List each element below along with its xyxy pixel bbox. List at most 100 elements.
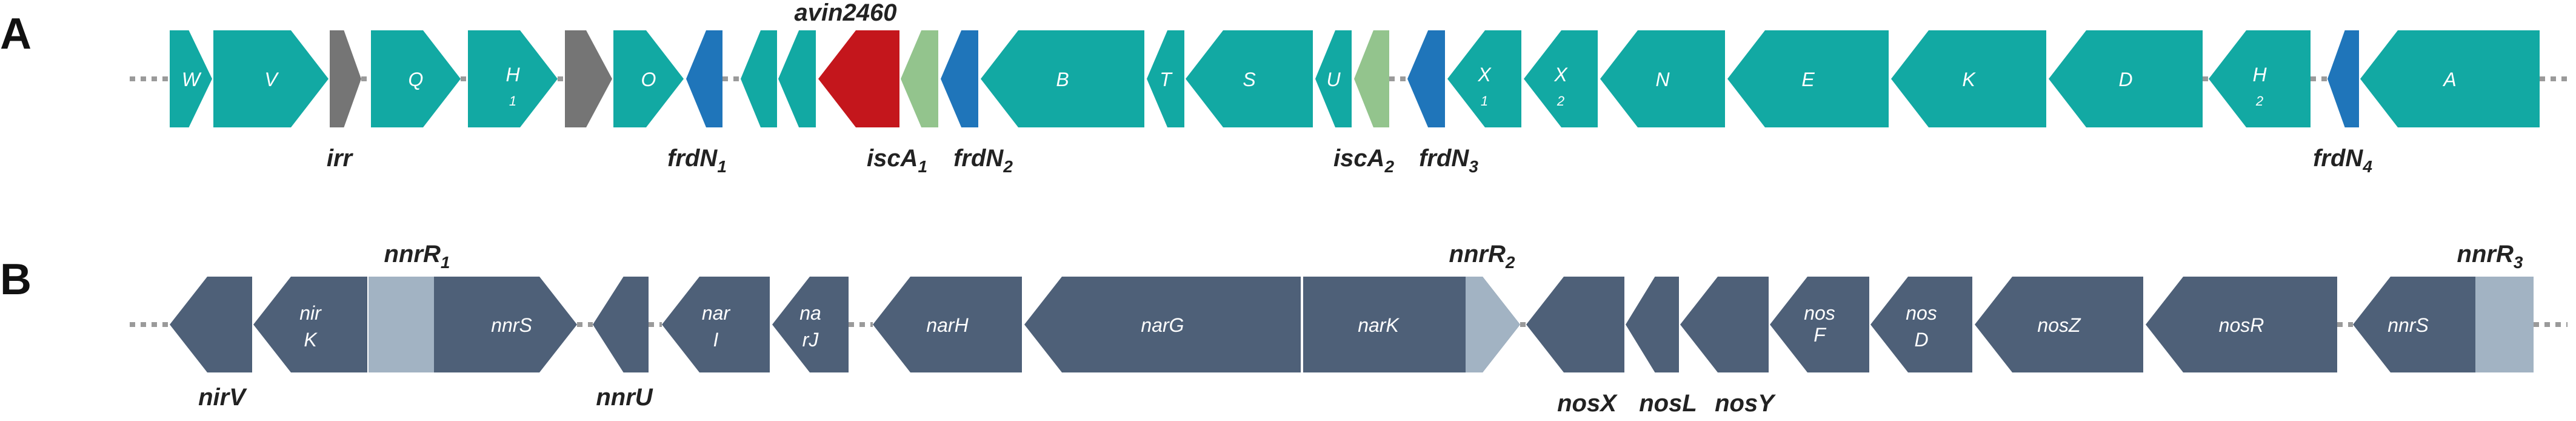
b-gene-nosY — [1680, 277, 1769, 372]
a-gene-avin2460 — [818, 30, 899, 127]
a-gene-S: S — [1186, 30, 1313, 127]
b-gene-nosD-arrow — [1870, 277, 1972, 372]
b-gene-narJ-label-line2: rJ — [802, 329, 819, 351]
a-gene-H1-label: H — [506, 64, 520, 86]
a-gene-X1-arrow — [1447, 30, 1521, 127]
a-gene-name-label: iscA2 — [1333, 145, 1395, 176]
a-gene-name-label: frdN1 — [667, 145, 727, 176]
a-gene-E: E — [1727, 30, 1889, 127]
b-gene-nosZ-label: nosZ — [2037, 314, 2081, 336]
a-gene-name-text: avin2460 — [794, 0, 896, 26]
b-gene-narK-label: narK — [1358, 314, 1400, 336]
a-gene-X2-label-subscript: 2 — [1557, 93, 1564, 109]
a-gene-K: K — [1891, 30, 2046, 127]
b-gene-narI-label-line1: nar — [702, 302, 731, 324]
a-gene-name-subscript: 3 — [1469, 157, 1478, 176]
b-gene-nnrS3: nnrS — [2353, 277, 2534, 372]
a-gene-K-label: K — [1962, 69, 1976, 90]
a-gene-H2: H2 — [2209, 30, 2311, 127]
b-gene-name-subscript: 2 — [1505, 253, 1515, 272]
b-gene-name-text: nnrR — [384, 241, 441, 268]
a-gene-N-arrow — [1600, 30, 1725, 127]
b-gene-narG: narG — [1024, 277, 1301, 372]
b-gene-name-label: nnrR3 — [2457, 241, 2523, 272]
a-gene-W: W — [170, 30, 212, 127]
a-gene-K-arrow — [1891, 30, 2046, 127]
a-gene-A: A — [2360, 30, 2540, 127]
b-gene-name-label: nosX — [1557, 390, 1618, 417]
a-gene-frdN4 — [2327, 30, 2359, 127]
a-gene-name-label: frdN4 — [2313, 145, 2372, 176]
b-gene-name-label: nnrU — [596, 384, 653, 411]
a-gene-name-label: irr — [327, 145, 354, 172]
a-gene-name-text: frdN — [1419, 145, 1469, 172]
a-gene-frdN1-arrow — [686, 30, 722, 127]
a-gene-B: B — [981, 30, 1144, 127]
a-gene-frdN3 — [1407, 30, 1445, 127]
b-gene-nnrS1-regulator-segment — [369, 277, 434, 372]
a-gene-X2-arrow — [1524, 30, 1598, 127]
a-gene-W-arrow — [170, 30, 212, 127]
a-gene-frdN1 — [686, 30, 722, 127]
b-gene-name-label: nosL — [1639, 390, 1697, 417]
a-gene-U-arrow — [1315, 30, 1352, 127]
a-gene-name-subscript: 2 — [1384, 157, 1394, 176]
b-gene-nosZ: nosZ — [1975, 277, 2143, 372]
a-gene-frdN2-arrow — [941, 30, 978, 127]
a-gene-t2-arrow — [778, 30, 816, 127]
b-gene-name-subscript: 3 — [2514, 253, 2523, 272]
a-gene-V: V — [213, 30, 329, 127]
a-gene-name-subscript: 4 — [2362, 157, 2372, 176]
b-gene-name-subscript: 1 — [441, 253, 450, 272]
a-gene-B-arrow — [981, 30, 1144, 127]
b-gene-name-text: nosX — [1557, 390, 1618, 417]
a-gene-O-label: O — [641, 69, 656, 90]
b-gene-nnrS1: nnrS — [369, 277, 577, 372]
a-gene-H2-arrow — [2209, 30, 2311, 127]
a-gene-Q-arrow — [371, 30, 461, 127]
a-gene-O: O — [613, 30, 684, 127]
a-gene-A-arrow — [2360, 30, 2540, 127]
b-gene-nnrU-arrow — [593, 277, 649, 372]
a-gene-N: N — [1600, 30, 1725, 127]
a-gene-A-label: A — [2442, 69, 2456, 90]
a-gene-name-text: irr — [327, 145, 354, 172]
b-gene-name-label: nnrR1 — [384, 241, 450, 272]
a-gene-D: D — [2049, 30, 2203, 127]
a-gene-T-label: T — [1160, 69, 1173, 90]
a-gene-irr — [330, 30, 361, 127]
a-gene-name-text: frdN — [953, 145, 1004, 172]
a-gene-iscA1-arrow — [901, 30, 938, 127]
a-gene-X2-label: X — [1553, 64, 1568, 86]
a-gene-T-arrow — [1147, 30, 1184, 127]
a-gene-Q: Q — [371, 30, 461, 127]
b-gene-nosL — [1626, 277, 1679, 372]
a-gene-avin2460-arrow — [818, 30, 899, 127]
b-gene-narK-regulator-segment — [1466, 277, 1520, 372]
panel-a-label: A — [0, 10, 32, 58]
a-gene-X1-label-subscript: 1 — [1481, 93, 1488, 109]
a-gene-U-label: U — [1326, 69, 1341, 90]
b-gene-narI-arrow — [662, 277, 770, 372]
a-gene-t2 — [778, 30, 816, 127]
b-gene-nirK-arrow — [253, 277, 367, 372]
a-gene-H1-arrow — [468, 30, 558, 127]
b-gene-nosL-arrow — [1626, 277, 1679, 372]
a-gene-S-label: S — [1243, 69, 1255, 90]
a-gene-name-text: frdN — [2313, 145, 2363, 172]
b-gene-nosD-label-line2: D — [1914, 329, 1928, 351]
a-gene-X1: X1 — [1447, 30, 1521, 127]
a-gene-name-label: frdN3 — [1419, 145, 1478, 176]
b-gene-name-label: nnrR2 — [1449, 241, 1515, 272]
a-gene-U: U — [1315, 30, 1352, 127]
a-gene-V-arrow — [213, 30, 329, 127]
a-gene-H2-label-subscript: 2 — [2255, 93, 2263, 109]
a-gene-O-arrow — [613, 30, 684, 127]
b-gene-nnrS3-regulator-segment — [2475, 277, 2534, 372]
b-gene-name-text: nnrU — [596, 384, 653, 411]
a-gene-gray2 — [565, 30, 612, 127]
